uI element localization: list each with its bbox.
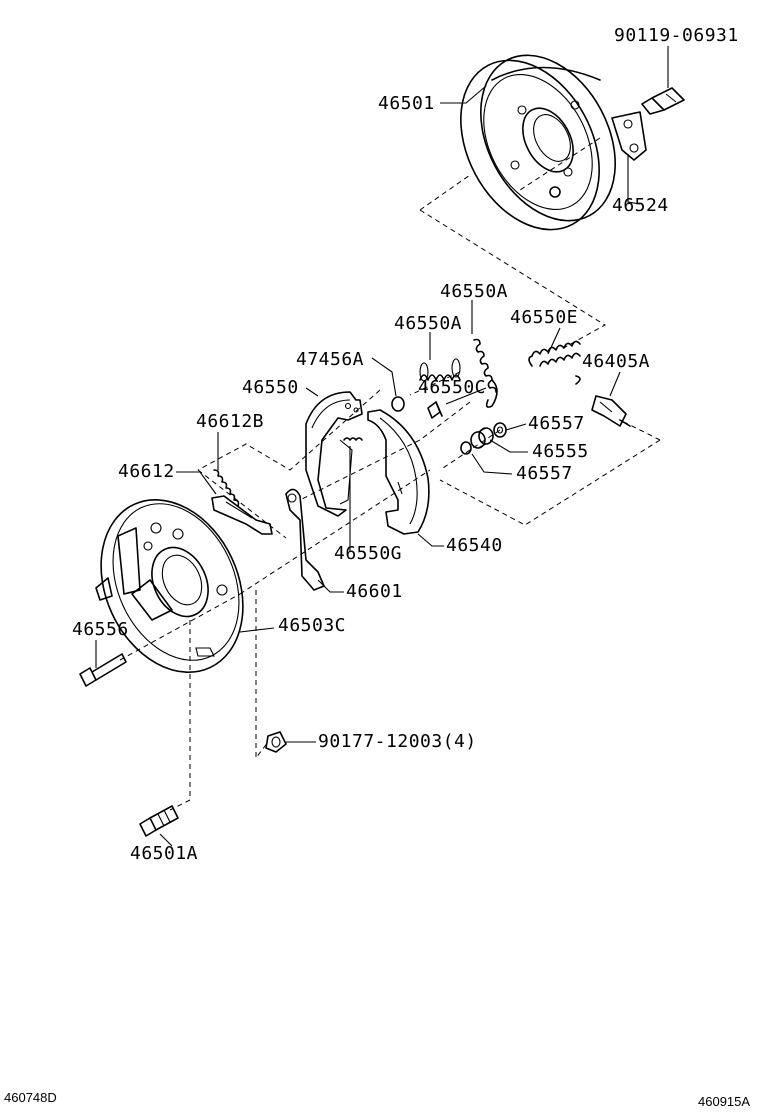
label-46556: 46556 (72, 619, 129, 640)
washer-47456A (391, 396, 405, 412)
washer-46557-lower (460, 441, 472, 455)
strut-46612 (211, 495, 273, 535)
label-46550: 46550 (242, 377, 299, 398)
bolt-90119 (641, 87, 685, 115)
lever-46601 (285, 488, 325, 591)
label-46405A: 46405A (582, 351, 651, 372)
label-46550E: 46550E (510, 307, 579, 328)
brake-shoe-46540 (367, 409, 430, 535)
label-46557-upper: 46557 (528, 413, 585, 434)
label-90119-06931: 90119-06931 (614, 25, 739, 46)
spring-46550A-short (419, 358, 461, 382)
label-46612B: 46612B (196, 411, 265, 432)
label-90177-12003: 90177-12003(4) (318, 731, 477, 752)
leader-lines (95, 46, 669, 847)
label-46601: 46601 (346, 581, 403, 602)
spring-46612B (213, 469, 240, 507)
assembly-lines (119, 137, 661, 811)
nut-90177 (265, 731, 287, 753)
bracket-46524 (611, 111, 647, 161)
footer-right-code: 460915A (698, 1094, 751, 1109)
bushing-46555 (470, 427, 494, 449)
label-46550C: 46550C (418, 377, 487, 398)
label-46612: 46612 (118, 461, 175, 482)
label-46540: 46540 (446, 535, 503, 556)
label-46503C: 46503C (278, 615, 347, 636)
label-46550A-short: 46550A (394, 313, 463, 334)
label-47456A: 47456A (296, 349, 365, 370)
bolt-46556 (79, 653, 127, 687)
stud-46501A (139, 805, 179, 837)
label-46524: 46524 (612, 195, 669, 216)
label-46501: 46501 (378, 93, 435, 114)
brake-shoe-46550 (305, 391, 363, 517)
spring-46550A-long (473, 338, 498, 408)
backing-plate-46503C (95, 498, 244, 674)
clip-46550C (427, 401, 443, 419)
label-46550A-long: 46550A (440, 281, 509, 302)
adjuster-46405A (591, 395, 631, 427)
label-46501A: 46501A (130, 843, 199, 864)
footer-left-code: 460748D (4, 1090, 57, 1105)
pin-46550G (343, 437, 363, 441)
brake-drum (460, 54, 616, 231)
label-46557-lower: 46557 (516, 463, 573, 484)
label-46550G: 46550G (334, 543, 403, 564)
label-46555: 46555 (532, 441, 589, 462)
spring-46550E (528, 340, 581, 385)
